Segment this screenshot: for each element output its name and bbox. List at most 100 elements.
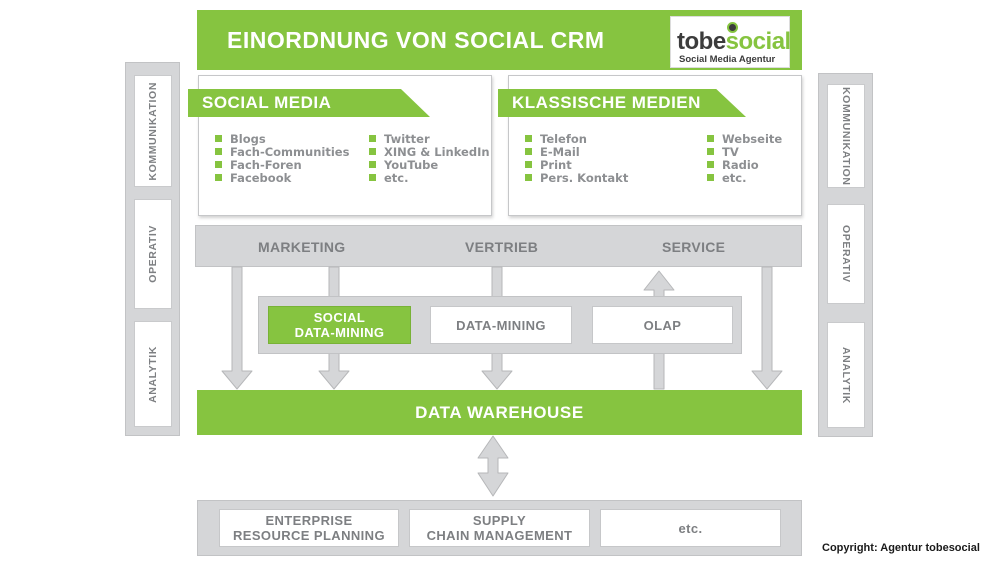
erp-line1: ENTERPRISE: [265, 513, 353, 528]
bullet-icon: [707, 161, 714, 168]
bullet-icon: [215, 148, 222, 155]
olap-label: OLAP: [643, 317, 682, 333]
list-item: Webseite: [707, 131, 801, 146]
operations-label-service: SERVICE: [662, 239, 726, 255]
list-item: Radio: [707, 157, 801, 172]
systems-bar: ENTERPRISE RESOURCE PLANNING SUPPLY CHAI…: [197, 500, 802, 556]
list-item: XING & LinkedIn: [369, 144, 491, 159]
bullet-icon: [525, 135, 532, 142]
right-label-box-operativ: OPERATIV: [827, 204, 865, 304]
list-item-text: Pers. Kontakt: [540, 170, 629, 185]
right-side-column: KOMMUNIKATION OPERATIV ANALYTIK: [818, 73, 873, 437]
list-item: TV: [707, 144, 801, 159]
list-item: Fach-Communities: [215, 144, 365, 159]
list-item: Fach-Foren: [215, 158, 365, 172]
arrow-down-marketing-icon: [221, 266, 253, 390]
bullet-icon: [525, 161, 532, 168]
list-item-text: TV: [722, 144, 739, 159]
etc-label: etc.: [678, 520, 703, 536]
bullet-icon: [215, 135, 222, 142]
data-warehouse-bar: DATA WAREHOUSE: [197, 390, 802, 435]
left-label-box-kommunikation: KOMMUNIKATION: [134, 75, 172, 187]
list-item: Print: [525, 157, 675, 172]
list-item: Blogs: [215, 131, 365, 146]
social-media-list-2: Twitter XING & LinkedIn YouTube etc.: [369, 131, 491, 185]
analysis-container: SOCIAL DATA-MINING DATA-MINING OLAP: [258, 296, 742, 354]
list-item: etc.: [707, 170, 801, 185]
social-media-tag: SOCIAL MEDIA: [188, 89, 430, 117]
right-label-operativ: OPERATIV: [840, 225, 852, 283]
arrow-bidirectional-warehouse-icon: [477, 435, 509, 497]
right-label-box-kommunikation: KOMMUNIKATION: [827, 84, 865, 188]
logo-dot-icon: [727, 22, 738, 33]
list-item-text: E-Mail: [540, 144, 580, 159]
klassische-medien-list-2: Webseite TV Radio etc.: [707, 131, 801, 185]
datamining-label: DATA-MINING: [456, 317, 546, 333]
bullet-icon: [369, 161, 376, 168]
bullet-icon: [215, 161, 222, 168]
scm-box: SUPPLY CHAIN MANAGEMENT: [409, 509, 590, 547]
olap-box: OLAP: [592, 306, 733, 344]
list-item: YouTube: [369, 157, 491, 172]
klassische-medien-tag: KLASSISCHE MEDIEN: [498, 89, 746, 117]
list-item: Facebook: [215, 170, 365, 185]
list-item-text: Radio: [722, 157, 759, 172]
list-item-text: Telefon: [540, 131, 587, 146]
header-bar: EINORDNUNG VON SOCIAL CRM tobesocial Soc…: [197, 10, 802, 70]
erp-box: ENTERPRISE RESOURCE PLANNING: [219, 509, 399, 547]
social-datamining-line1: SOCIAL: [313, 310, 366, 325]
bullet-icon: [369, 148, 376, 155]
datamining-box: DATA-MINING: [430, 306, 572, 344]
left-label-box-analytik: ANALYTIK: [134, 321, 172, 427]
list-item-text: Twitter: [384, 131, 430, 146]
erp-line2: RESOURCE PLANNING: [233, 528, 385, 543]
logo-word-social: social: [725, 28, 792, 55]
bullet-icon: [707, 174, 714, 181]
bullet-icon: [525, 148, 532, 155]
data-warehouse-label: DATA WAREHOUSE: [415, 402, 584, 422]
right-label-kommunikation: KOMMUNIKATION: [840, 86, 852, 186]
bullet-icon: [215, 174, 222, 181]
list-item: Telefon: [525, 131, 675, 146]
operations-label-marketing: MARKETING: [258, 239, 346, 255]
social-datamining-box: SOCIAL DATA-MINING: [268, 306, 411, 344]
klassische-medien-list-1: Telefon E-Mail Print Pers. Kontakt: [525, 131, 675, 185]
tobesocial-logo: tobesocial Social Media Agentur: [670, 16, 791, 68]
etc-box: etc.: [600, 509, 781, 547]
social-media-list-1: Blogs Fach-Communities Fach-Foren Facebo…: [215, 131, 365, 185]
left-label-box-operativ: OPERATIV: [134, 199, 172, 309]
list-item: Pers. Kontakt: [525, 170, 675, 185]
right-label-box-analytik: ANALYTIK: [827, 322, 865, 428]
list-item-text: Webseite: [722, 131, 783, 146]
list-item-text: Print: [540, 157, 572, 172]
right-label-analytik: ANALYTIK: [840, 346, 852, 404]
logo-wordmark: tobesocial: [677, 29, 791, 55]
list-item-text: YouTube: [384, 157, 439, 172]
klassische-medien-title: KLASSISCHE MEDIEN: [512, 93, 701, 112]
bullet-icon: [369, 135, 376, 142]
bullet-icon: [707, 135, 714, 142]
page-title: EINORDNUNG VON SOCIAL CRM: [227, 27, 605, 53]
scm-line2: CHAIN MANAGEMENT: [426, 528, 573, 543]
list-item-text: Facebook: [230, 170, 292, 185]
social-datamining-line2: DATA-MINING: [294, 325, 385, 340]
list-item-text: Blogs: [230, 131, 266, 146]
logo-subtitle: Social Media Agentur: [679, 54, 776, 65]
social-media-title: SOCIAL MEDIA: [202, 93, 332, 112]
list-item-text: etc.: [722, 170, 747, 185]
list-item-text: XING & LinkedIn: [384, 144, 490, 159]
operations-label-vertrieb: VERTRIEB: [465, 239, 539, 255]
bullet-icon: [707, 148, 714, 155]
list-item-text: Fach-Communities: [230, 144, 350, 159]
arrow-down-service-icon: [751, 266, 783, 390]
logo-word-tobe: tobe: [677, 28, 726, 55]
left-side-column: KOMMUNIKATION OPERATIV ANALYTIK: [125, 62, 180, 436]
bullet-icon: [525, 174, 532, 181]
list-item: etc.: [369, 170, 491, 185]
bullet-icon: [369, 174, 376, 181]
scm-line1: SUPPLY: [472, 513, 527, 528]
list-item: E-Mail: [525, 144, 675, 159]
copyright-text: Copyright: Agentur tobesocial: [822, 542, 980, 554]
list-item-text: etc.: [384, 170, 409, 185]
